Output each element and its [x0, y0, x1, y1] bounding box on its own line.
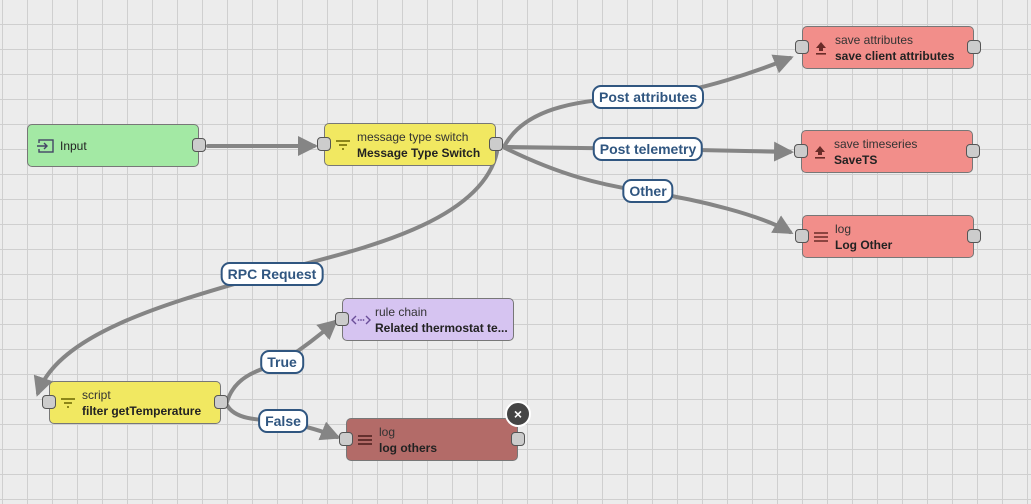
menu-icon [811, 231, 831, 243]
input-port[interactable] [795, 229, 809, 243]
edge-label-post-attributes[interactable]: Post attributes [591, 85, 705, 109]
node-type: log [835, 221, 852, 236]
filter-icon [333, 139, 353, 151]
node-name: filter getTemperature [82, 403, 202, 418]
input-port[interactable] [42, 395, 56, 409]
node-rule-chain[interactable]: rule chain Related thermostat te... [335, 298, 514, 341]
filter-icon [58, 397, 78, 409]
node-input[interactable]: Input [27, 124, 206, 167]
menu-icon [355, 434, 375, 446]
output-port[interactable] [511, 432, 525, 446]
output-port[interactable] [967, 229, 981, 243]
node-name: save client attributes [835, 48, 955, 63]
close-icon: × [513, 406, 523, 422]
node-name: Related thermostat te... [375, 320, 508, 335]
output-port[interactable] [966, 144, 980, 158]
node-save-timeseries[interactable]: save timeseries SaveTS [794, 130, 980, 173]
edge-label-true[interactable]: True [260, 350, 304, 374]
edge-label-false[interactable]: False [258, 409, 308, 433]
node-name: Input [60, 138, 87, 153]
output-port[interactable] [214, 395, 228, 409]
output-port[interactable] [192, 138, 206, 152]
input-port[interactable] [317, 137, 331, 151]
node-log-others[interactable]: log log others [339, 418, 525, 461]
output-port[interactable] [489, 137, 503, 151]
node-script[interactable]: script filter getTemperature [42, 381, 228, 424]
node-type: save attributes [835, 32, 914, 47]
node-type: message type switch [357, 129, 469, 144]
node-type: log [379, 424, 396, 439]
edge-label-rpc-request[interactable]: RPC Request [220, 262, 324, 286]
input-port[interactable] [794, 144, 808, 158]
node-name: Message Type Switch [357, 145, 481, 160]
node-type: script [82, 387, 111, 402]
edge-label-other[interactable]: Other [622, 179, 674, 203]
node-save-attributes[interactable]: save attributes save client attributes [795, 26, 981, 69]
node-type: save timeseries [834, 136, 918, 151]
input-port[interactable] [339, 432, 353, 446]
node-name: SaveTS [834, 152, 878, 167]
node-type: rule chain [375, 304, 428, 319]
node-name: log others [379, 440, 438, 455]
upload-icon [811, 41, 831, 55]
node-log-other[interactable]: log Log Other [795, 215, 981, 258]
input-icon [36, 138, 56, 154]
edge-label-post-telemetry[interactable]: Post telemetry [592, 137, 704, 161]
node-name: Log Other [835, 237, 893, 252]
input-port[interactable] [795, 40, 809, 54]
output-port[interactable] [967, 40, 981, 54]
delete-node-button[interactable]: × [505, 401, 531, 427]
code-icon [351, 314, 371, 326]
input-port[interactable] [335, 312, 349, 326]
upload-icon [810, 145, 830, 159]
node-message-type-switch[interactable]: message type switch Message Type Switch [317, 123, 503, 166]
